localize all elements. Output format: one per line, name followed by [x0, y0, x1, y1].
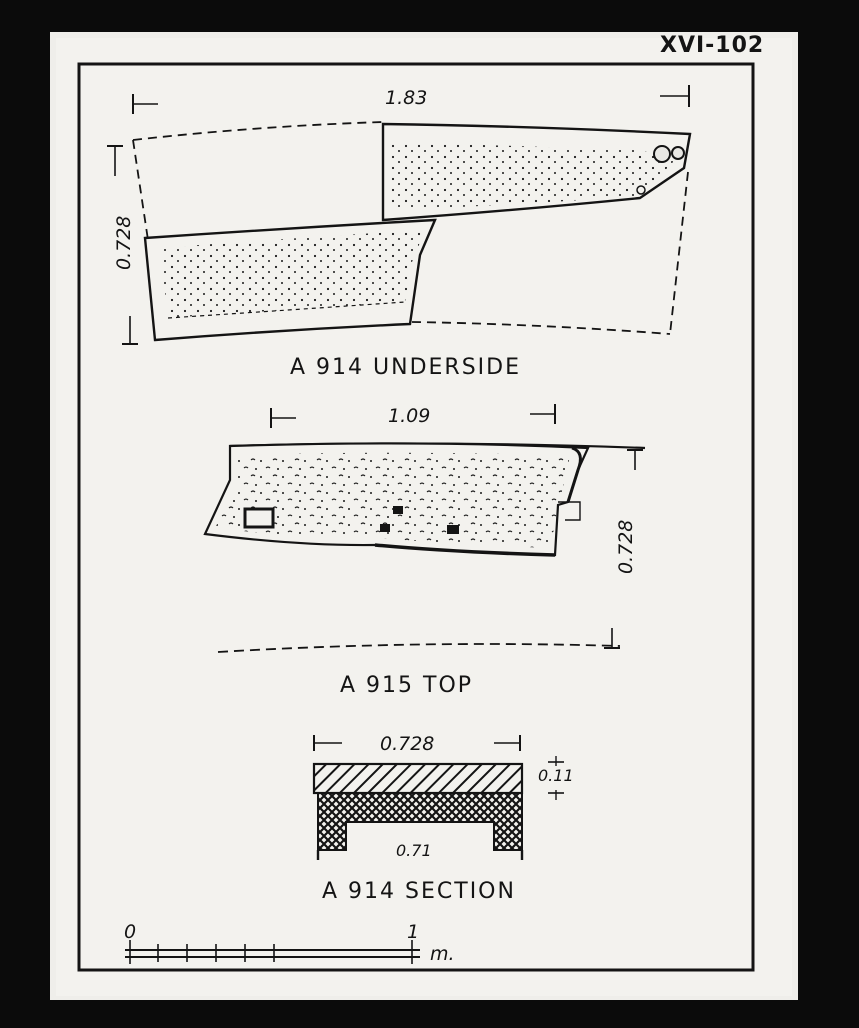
scale-bar: 0 1 m.	[124, 921, 455, 965]
scale-end-label: 1	[407, 921, 419, 943]
underside-depth-label: 0.728	[113, 216, 135, 270]
section-view: 0.728 0.11 0.71 A 914 SECTION	[312, 733, 574, 904]
underside-view: 1.83 0.728 A 914 UNDERSIDE	[107, 85, 692, 380]
top-width-label: 1.09	[388, 405, 430, 427]
underside-caption: A 914 UNDERSIDE	[290, 355, 521, 380]
scale-unit-label: m.	[430, 943, 455, 965]
top-caption: A 915 TOP	[340, 673, 473, 698]
section-caption: A 914 SECTION	[322, 879, 516, 904]
section-width-label: 0.728	[380, 733, 434, 755]
underside-width-label: 1.83	[385, 87, 427, 109]
section-slab	[312, 762, 524, 795]
drawing-frame	[77, 62, 755, 972]
scale-start-label: 0	[124, 921, 136, 943]
section-base-label: 0.71	[396, 841, 432, 860]
top-depth-label: 0.728	[615, 520, 637, 574]
corner-id: XVI-102	[660, 33, 764, 58]
section-height-label: 0.11	[538, 766, 574, 785]
top-view: 1.09 0.728 A 915 TOP	[203, 404, 646, 698]
